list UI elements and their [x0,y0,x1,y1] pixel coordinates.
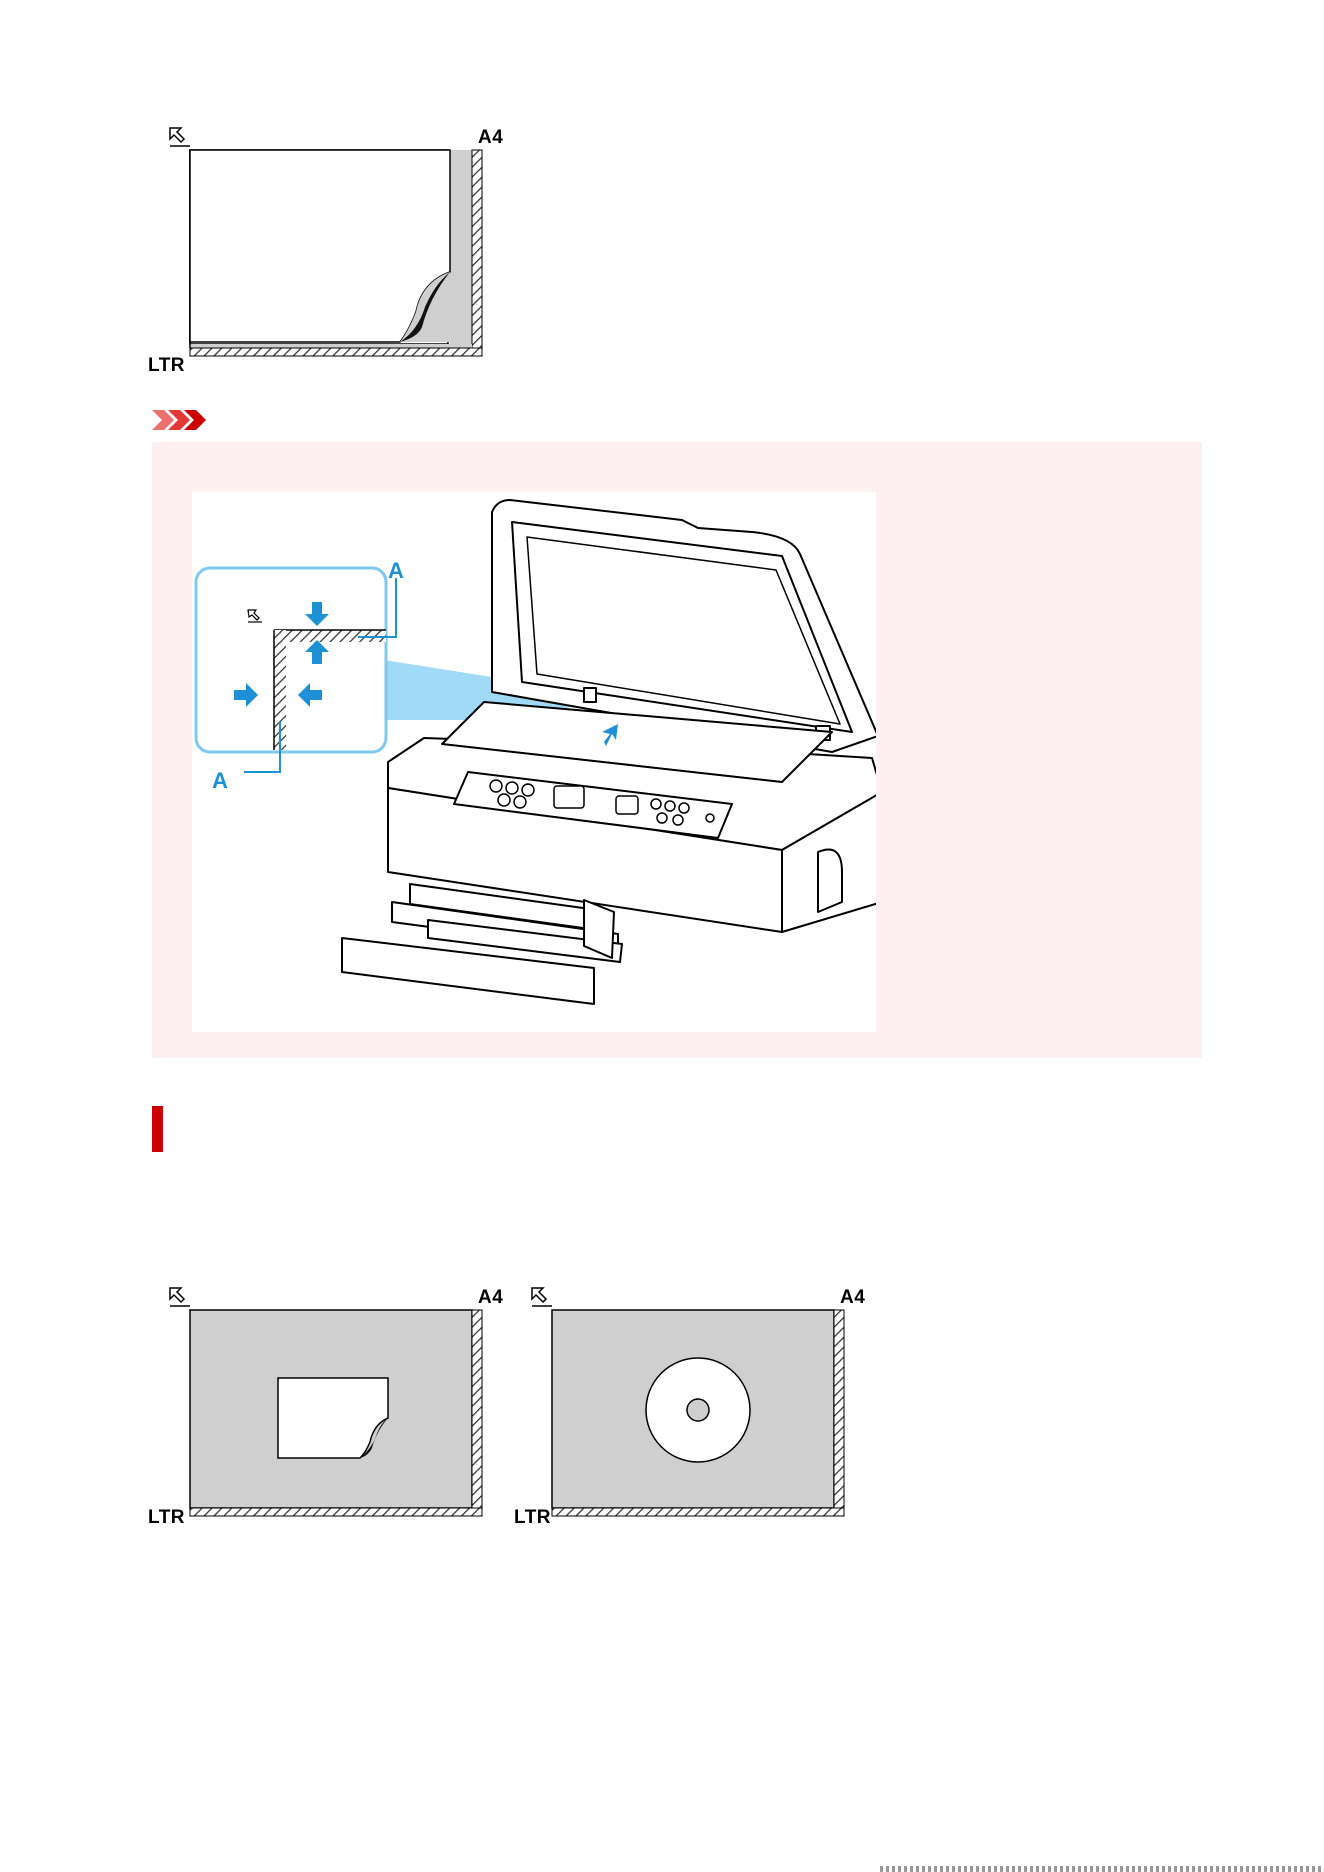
a4-size-label: A4 [478,1288,503,1307]
page-footer-artifact [880,1866,1324,1872]
platen-diagram-document-corner [160,122,500,372]
alignment-mark-icon [532,1288,552,1306]
platen-diagram-disc-center [522,1282,862,1532]
printer-scanner-illustration: A A [192,492,876,1032]
a4-size-label: A4 [840,1288,865,1307]
callout-label-a-top: A [388,558,404,583]
photo-icon [278,1378,388,1458]
ltr-size-label: LTR [514,1508,551,1527]
platen-drawing [160,1282,500,1532]
platen-drawing [522,1282,862,1532]
ltr-size-label: LTR [148,356,185,375]
ltr-size-label: LTR [148,1508,185,1527]
a4-size-label: A4 [478,128,503,147]
printer-body [342,500,876,1004]
callout-label-a-bottom: A [212,768,228,793]
printer-illustration-panel: A A [192,492,876,1032]
alignment-detail-inset [196,568,396,772]
platen-drawing [160,122,500,372]
alignment-mark-icon [170,1288,190,1306]
disc-icon [646,1358,750,1462]
alignment-mark-icon [170,128,190,146]
document-icon [190,150,450,342]
platen-diagram-photo-center [160,1282,500,1532]
section-heading-bar [152,1106,163,1152]
important-icon [152,410,208,430]
